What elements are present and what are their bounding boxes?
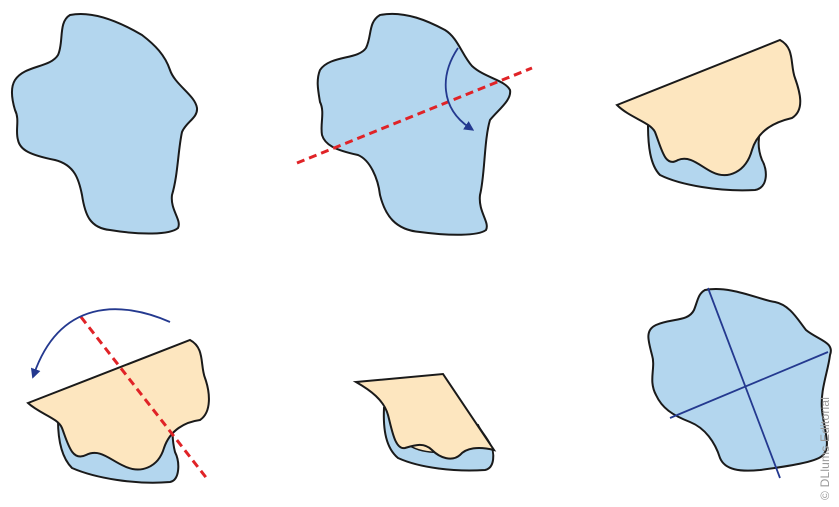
crease-line: [707, 287, 781, 479]
panel-3-first-fold-result: [615, 38, 802, 192]
paper-folded-flap: [615, 38, 802, 177]
panel-1-original-sheet: [11, 13, 199, 235]
paper-sheet: [316, 12, 512, 236]
panel-5-second-fold-result: [352, 372, 497, 472]
paper-folded-flap: [352, 372, 497, 460]
fold-arrow-icon: [444, 47, 475, 131]
paper-sheet: [647, 288, 832, 472]
panel-2-first-fold: [296, 12, 533, 236]
crease-line: [669, 351, 829, 419]
panel-6-unfolded: [647, 287, 832, 479]
fold-arrow-icon: [30, 308, 171, 379]
paper-folded-flap: [26, 338, 210, 471]
panel-4-second-fold: [26, 308, 210, 484]
fold-line: [296, 66, 533, 165]
copyright-credit: © DLlums Editorial: [818, 396, 832, 500]
fold-line: [79, 316, 210, 481]
paper-sheet: [11, 13, 199, 235]
